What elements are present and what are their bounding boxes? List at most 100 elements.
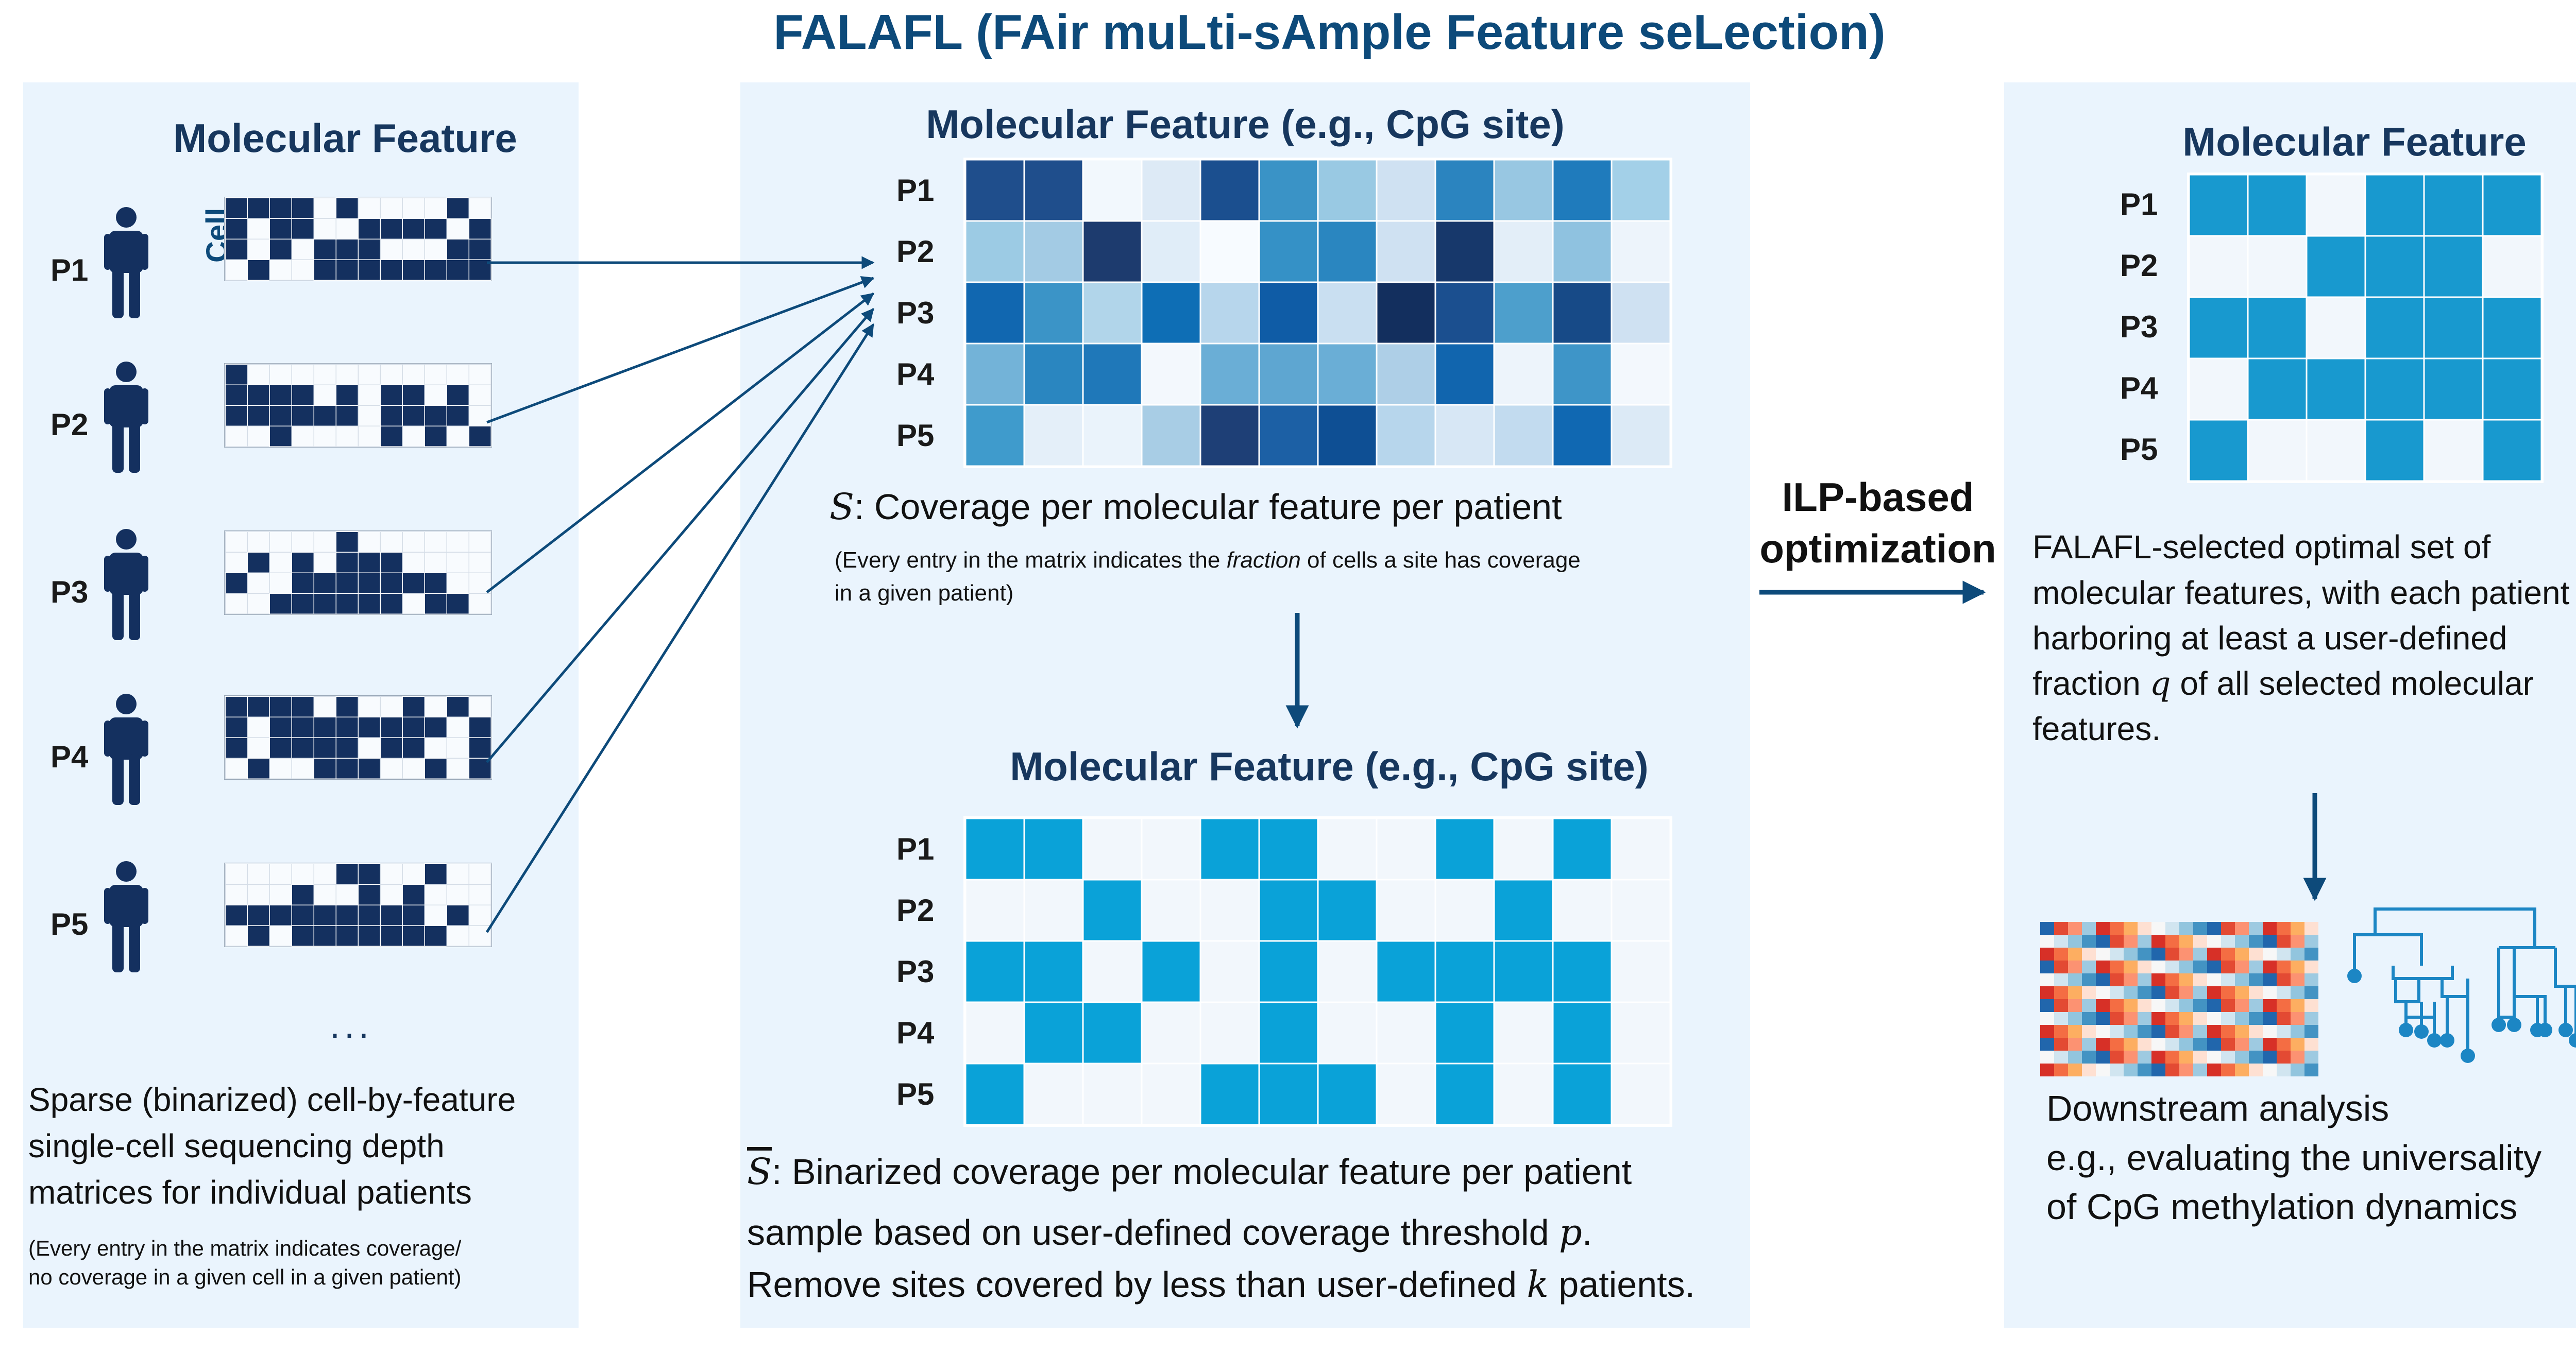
matrix-cell: [269, 696, 292, 717]
matrix-cell: [313, 593, 336, 614]
mini-heatmap-cell: [2096, 1012, 2110, 1025]
matrix-cell: [1493, 404, 1554, 467]
matrix-cell: [1434, 281, 1495, 345]
mini-heatmap-cell: [2068, 948, 2082, 961]
mini-heatmap-cell: [2040, 1064, 2054, 1076]
matrix-cell: [225, 884, 248, 905]
matrix-cell: [2482, 419, 2543, 482]
mini-heatmap-cell: [2124, 1038, 2138, 1051]
matrix-cell: [358, 904, 381, 926]
matrix-cell: [358, 593, 381, 614]
binary-row-label-p2: P2: [896, 893, 935, 928]
mini-heatmap-cell: [2151, 1051, 2165, 1064]
matrix-cell: [1141, 879, 1201, 942]
mini-heatmap-cell: [2040, 935, 2054, 948]
matrix-cell: [1141, 404, 1201, 467]
mini-heatmap-cell: [2054, 986, 2068, 999]
mini-heatmap-cell: [2096, 1038, 2110, 1051]
matrix-cell: [1199, 159, 1260, 222]
matrix-cell: [424, 696, 447, 717]
coverage-note-post: of cells a site has coverage: [1300, 547, 1581, 573]
matrix-cell: [335, 593, 359, 614]
mini-heatmap-cell: [2054, 1051, 2068, 1064]
mini-heatmap-cell: [2124, 1025, 2138, 1038]
matrix-cell: [424, 425, 447, 447]
matrix-cell: [402, 238, 425, 260]
right-desc-4-post: of all selected molecular: [2171, 665, 2534, 702]
matrix-cell: [1317, 159, 1378, 222]
mini-heatmap-cell: [2179, 935, 2193, 948]
matrix-cell: [402, 259, 425, 281]
mini-heatmap-cell: [2291, 1025, 2304, 1038]
matrix-cell: [1611, 879, 1671, 942]
matrix-cell: [402, 572, 425, 594]
mini-heatmap-cell: [2151, 922, 2165, 935]
matrix-cell: [380, 238, 403, 260]
mini-heatmap-cell: [2263, 948, 2277, 961]
right-desc-4-pre: fraction: [2032, 665, 2150, 702]
matrix-cell: [2247, 419, 2308, 482]
matrix-cell: [1317, 940, 1378, 1003]
matrix-cell: [1317, 281, 1378, 345]
matrix-cell: [1611, 281, 1671, 345]
matrix-cell: [1082, 159, 1143, 222]
mini-heatmap-cell: [2082, 922, 2096, 935]
downstream-line-1: Downstream analysis: [2046, 1088, 2389, 1128]
matrix-cell: [1434, 1062, 1495, 1126]
mini-heatmap-cell: [2221, 948, 2235, 961]
matrix-cell: [1376, 940, 1436, 1003]
mini-heatmap-cell: [2235, 961, 2249, 973]
mini-heatmap-cell: [2207, 1038, 2221, 1051]
mini-heatmap-cell: [2193, 1038, 2207, 1051]
mini-heatmap-cell: [2068, 1025, 2082, 1038]
matrix-cell: [335, 425, 359, 447]
matrix-cell: [335, 552, 359, 573]
mini-heatmap-cell: [2179, 1038, 2193, 1051]
matrix-cell: [247, 863, 270, 885]
mini-heatmap-cell: [2165, 935, 2179, 948]
matrix-cell: [2306, 419, 2366, 482]
mini-heatmap-cell: [2179, 986, 2193, 999]
mini-heatmap-cell: [2165, 922, 2179, 935]
matrix-cell: [446, 696, 469, 717]
matrix-cell: [335, 197, 359, 219]
matrix-cell: [225, 904, 248, 926]
matrix-cell: [446, 384, 469, 406]
matrix-cell: [2423, 419, 2484, 482]
matrix-cell: [380, 737, 403, 759]
mini-heatmap-cell: [2165, 1012, 2179, 1025]
mini-heatmap-cell: [2221, 935, 2235, 948]
matrix-cell: [1082, 1062, 1143, 1126]
binary-row-label-p1: P1: [896, 832, 935, 866]
heatmap-row-label-p5: P5: [896, 418, 935, 453]
matrix-cell: [1141, 1062, 1201, 1126]
matrix-cell: [380, 758, 403, 779]
mini-heatmap-cell: [2110, 961, 2124, 973]
binary-row-label-p4: P4: [896, 1016, 935, 1050]
matrix-cell: [1199, 1001, 1260, 1065]
matrix-cell: [1434, 404, 1495, 467]
mini-heatmap-cell: [2304, 1038, 2318, 1051]
matrix-cell: [964, 1001, 1025, 1065]
matrix-cell: [1611, 159, 1671, 222]
matrix-cell: [468, 384, 492, 406]
mini-heatmap-cell: [2138, 986, 2151, 999]
mini-heatmap-cell: [2096, 948, 2110, 961]
matrix-cell: [1434, 940, 1495, 1003]
left-note-line-2: no coverage in a given cell in a given p…: [28, 1265, 462, 1289]
matrix-cell: [1141, 817, 1201, 881]
matrix-cell: [1141, 1001, 1201, 1065]
matrix-cell: [1493, 220, 1554, 283]
matrix-cell: [1552, 1062, 1613, 1126]
mini-heatmap-cell: [2207, 999, 2221, 1012]
matrix-cell: [2423, 174, 2484, 237]
mini-heatmap-cell: [2096, 935, 2110, 948]
mini-heatmap-cell: [2179, 999, 2193, 1012]
binary-row-label-p3: P3: [896, 954, 935, 989]
matrix-cell: [1552, 342, 1613, 406]
matrix-cell: [1376, 817, 1436, 881]
matrix-cell: [380, 259, 403, 281]
matrix-cell: [1023, 817, 1084, 881]
matrix-cell: [247, 259, 270, 281]
mini-heatmap-cell: [2277, 1064, 2291, 1076]
